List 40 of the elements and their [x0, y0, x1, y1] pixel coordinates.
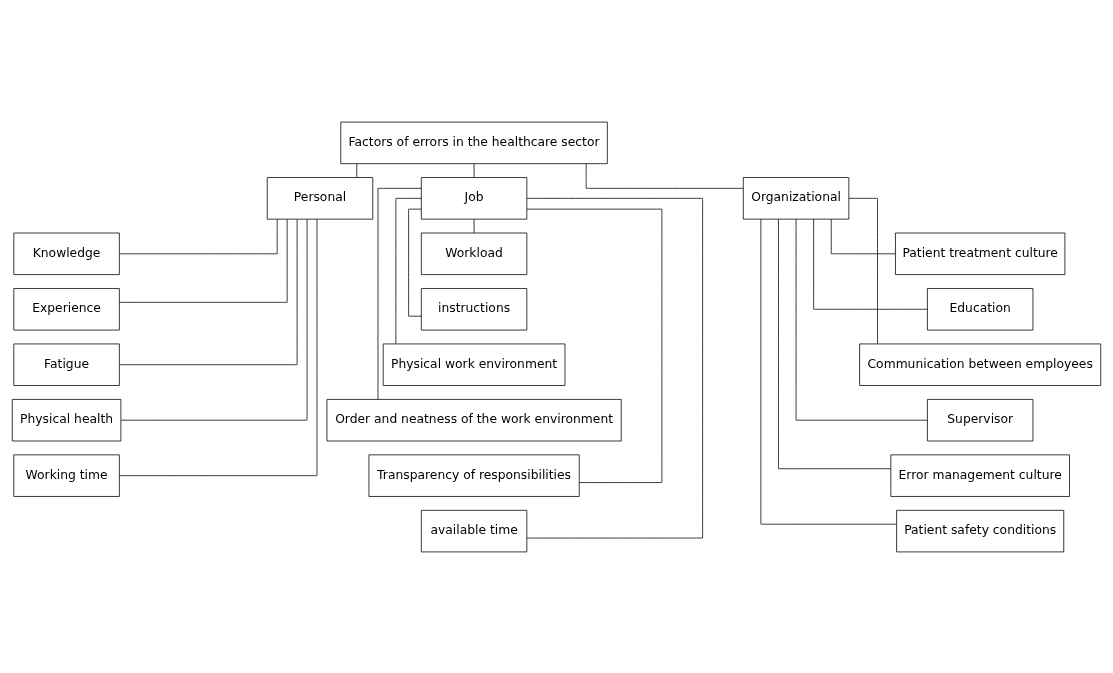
- connector: [473, 162, 475, 178]
- node-box: Knowledge: [13, 232, 120, 275]
- node-box: Organizational: [742, 176, 850, 220]
- connector: [119, 218, 318, 476]
- connector: [585, 162, 744, 189]
- node-box: available time: [420, 509, 528, 552]
- node-box: Error management culture: [890, 453, 1070, 497]
- node-box: Patient treatment culture: [895, 232, 1066, 275]
- connector: [526, 197, 703, 538]
- connector: [119, 218, 278, 254]
- connector: [813, 218, 928, 310]
- node-box: Communication between employees: [859, 343, 1102, 386]
- node-box: Job: [420, 176, 528, 220]
- node-box: Experience: [13, 287, 120, 330]
- node-box: Patient safety conditions: [896, 509, 1065, 552]
- connector: [395, 197, 422, 344]
- connector: [760, 218, 897, 525]
- connector: [830, 218, 896, 254]
- connector: [356, 162, 358, 178]
- connector: [778, 218, 891, 469]
- connector: [119, 218, 288, 303]
- connector: [848, 197, 878, 344]
- node-box: Supervisor: [927, 398, 1034, 441]
- node-box: Physical work environment: [382, 343, 566, 386]
- connector: [119, 218, 298, 365]
- node-box: Fatigue: [13, 343, 120, 386]
- node-box: instructions: [420, 287, 528, 330]
- node-box: Working time: [13, 453, 120, 497]
- connector: [377, 187, 422, 400]
- node-box: Personal: [266, 176, 374, 220]
- connector: [473, 218, 475, 233]
- node-box: Order and neatness of the work environment: [326, 398, 622, 441]
- node-box: Workload: [420, 232, 528, 275]
- node-box: Transparency of responsibilities: [368, 453, 580, 497]
- connector: [120, 218, 308, 421]
- node-box: Physical health: [11, 398, 122, 441]
- node-box: Factors of errors in the healthcare sector: [340, 121, 608, 164]
- connector: [526, 208, 663, 483]
- node-box: Education: [927, 287, 1034, 330]
- connector: [795, 218, 928, 421]
